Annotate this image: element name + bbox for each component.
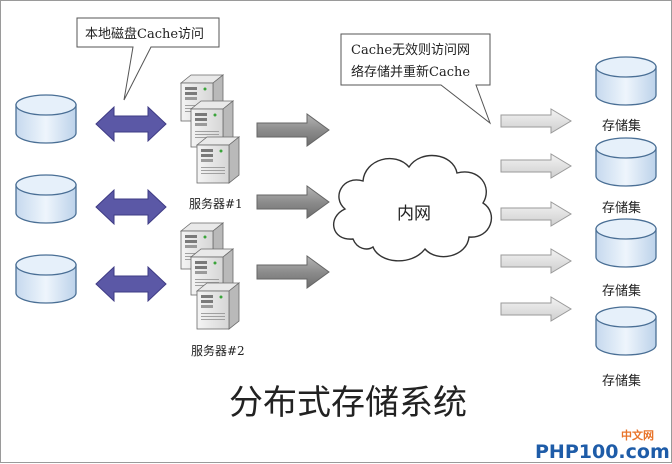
storage-label: 存储集 — [602, 118, 641, 134]
watermark-main-text: PHP100.com — [535, 441, 670, 463]
callout-local-cache: 本地磁盘Cache访问 — [76, 17, 220, 101]
right-arrow-icon — [500, 108, 572, 134]
right-arrow-icon — [500, 153, 572, 179]
callout-network-line1: Cache无效则访问网 — [351, 43, 470, 58]
storage-disk-icon — [595, 218, 657, 268]
callout-local-cache-text: 本地磁盘Cache访问 — [85, 26, 204, 42]
intranet-cloud: 内网 — [332, 154, 493, 262]
storage-clusters: 存储集 存储集 存储集 存储集 — [595, 56, 657, 389]
callout-network-line2: 络存储并重新Cache — [351, 64, 470, 80]
right-arrow-icon — [500, 201, 572, 227]
server-icon — [196, 136, 240, 184]
local-disk-icon — [15, 174, 77, 224]
storage-disk-icon — [595, 306, 657, 356]
network-to-storage-arrows — [500, 108, 572, 322]
local-disks — [15, 94, 77, 304]
right-arrow-icon — [500, 248, 572, 274]
local-disk-icon — [15, 94, 77, 144]
diagram-title: 分布式存储系统 — [229, 383, 467, 423]
storage-label: 存储集 — [602, 283, 641, 299]
right-arrow-icon — [256, 255, 330, 289]
server-to-network-arrows — [256, 113, 330, 289]
server-1-label: 服务器#1 — [189, 196, 243, 211]
right-arrow-icon — [256, 185, 330, 219]
local-cache-arrows — [95, 106, 167, 302]
cloud-icon — [332, 154, 493, 262]
cloud-label: 内网 — [397, 204, 431, 224]
double-arrow-icon — [95, 189, 167, 225]
php100-watermark-logo: 中文网 PHP100.com — [535, 428, 670, 463]
storage-label: 存储集 — [602, 200, 641, 216]
storage-disk-icon — [595, 137, 657, 187]
double-arrow-icon — [95, 106, 167, 142]
watermark-top-text: 中文网 — [621, 428, 654, 442]
server-group-1: 服务器#1 — [180, 74, 243, 211]
double-arrow-icon — [95, 266, 167, 302]
server-group-2: 服务器#2 — [180, 222, 245, 358]
server-icon — [196, 282, 240, 330]
right-arrow-icon — [256, 113, 330, 147]
local-disk-icon — [15, 254, 77, 304]
storage-disk-icon — [595, 56, 657, 106]
server-2-label: 服务器#2 — [191, 343, 245, 358]
storage-label: 存储集 — [602, 373, 641, 389]
callout-network-storage: Cache无效则访问网 络存储并重新Cache — [340, 33, 492, 125]
right-arrow-icon — [500, 296, 572, 322]
